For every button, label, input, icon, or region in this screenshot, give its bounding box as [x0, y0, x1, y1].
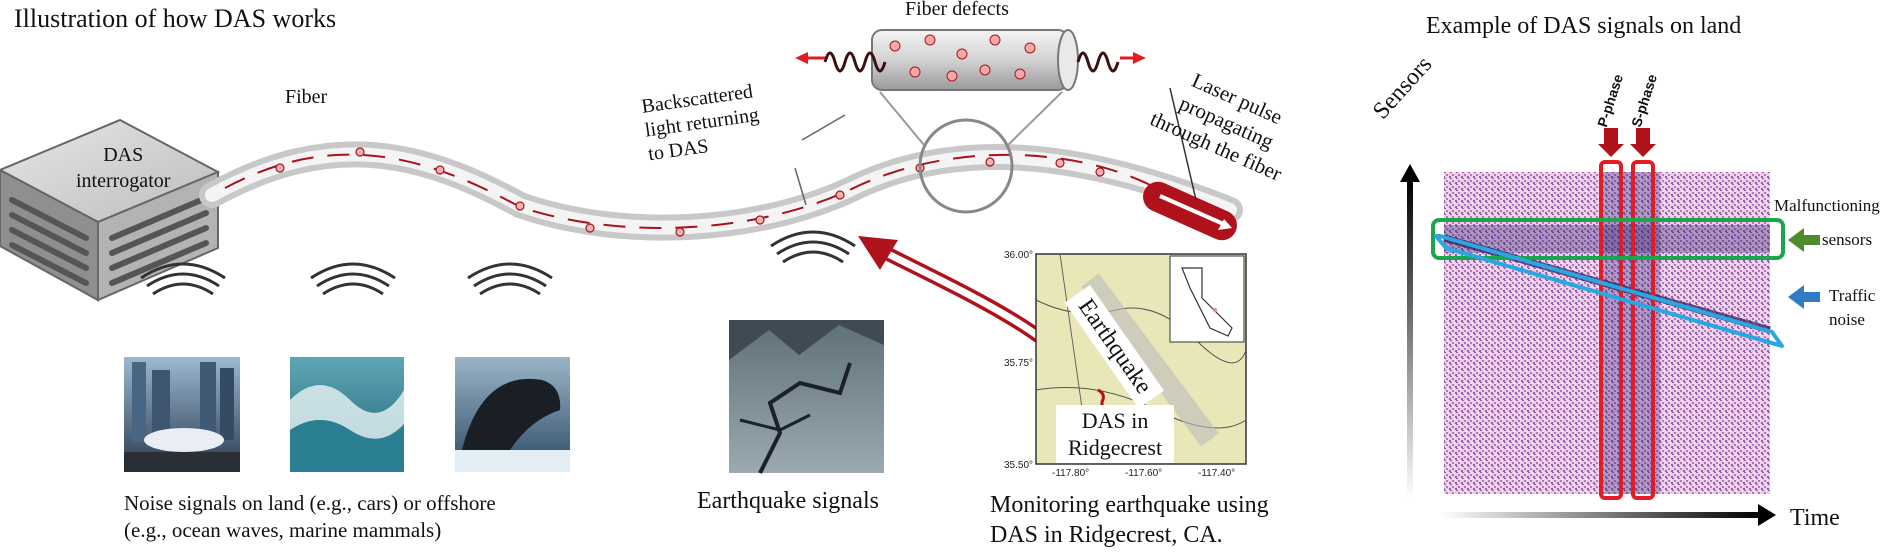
earthquake-caption: Earthquake signals — [697, 488, 879, 514]
traffic-line-2: noise — [1829, 310, 1865, 329]
map-tick-x-2: -117.60° — [1125, 468, 1163, 479]
noise-caption-line-1: Noise signals on land (e.g., cars) or of… — [124, 491, 496, 515]
map-das-label: DAS in Ridgecrest — [1056, 405, 1175, 463]
cracked-ice-photo — [729, 320, 884, 474]
fiber-defects-label: Fiber defects — [905, 0, 1009, 20]
p-phase-box — [1599, 160, 1623, 500]
malfunctioning-label: Malfunctioning — [1774, 196, 1880, 215]
traffic-noise-label: Traffic noise — [1829, 284, 1875, 332]
das-waterfall — [1443, 172, 1771, 494]
laser-pulse-capsule — [1143, 181, 1237, 241]
backscatter-pointer-2 — [794, 167, 807, 206]
map-tick-y-1: 36.00° — [1004, 250, 1034, 261]
das-label-line-1: DAS — [103, 144, 144, 166]
backscatter-pointer — [801, 114, 846, 141]
das-axes — [1400, 164, 1776, 526]
map-tick-y-3: 35.50° — [1004, 460, 1034, 471]
fiber-label: Fiber — [285, 86, 328, 108]
noise-caption-line-2: (e.g., ocean waves, marine mammals) — [124, 518, 442, 542]
das-interrogator-box — [0, 118, 221, 302]
monitoring-caption: Monitoring earthquake using DAS in Ridge… — [990, 490, 1350, 550]
ocean-wave-photo — [290, 357, 404, 472]
fiber-zoom — [795, 29, 1146, 214]
whale-photo — [455, 357, 570, 472]
map-tick-x-1: -117.80° — [1052, 468, 1090, 479]
traffic-line-1: Traffic — [1829, 286, 1876, 305]
map-das-line-2: Ridgecrest — [1068, 435, 1163, 460]
sensors-label: sensors — [1822, 230, 1873, 249]
car-city-photo — [124, 357, 240, 472]
map-tick-x-3: -117.40° — [1198, 468, 1236, 479]
laser-pointer-line — [1169, 87, 1197, 201]
monitoring-caption-line-2: DAS in Ridgecrest, CA. — [990, 522, 1223, 548]
phase-arrows — [1598, 128, 1656, 157]
noise-caption: Noise signals on land (e.g., cars) or of… — [124, 490, 604, 544]
map-tick-y-2: 35.75° — [1004, 358, 1034, 369]
traffic-box — [1434, 234, 1784, 348]
right-title: Example of DAS signals on land — [1426, 13, 1742, 39]
das-interrogator-label: DAS interrogator — [76, 142, 170, 194]
s-phase-box — [1631, 160, 1655, 500]
wave-glyphs — [140, 230, 856, 296]
malfunction-arrow — [1788, 228, 1820, 252]
traffic-arrow — [1788, 285, 1820, 309]
left-title: Illustration of how DAS works — [14, 4, 337, 33]
map-das-line-1: DAS in — [1081, 408, 1149, 433]
monitoring-caption-line-1: Monitoring earthquake using — [990, 492, 1269, 518]
malfunction-box — [1431, 218, 1785, 260]
fiber-cable — [199, 141, 1243, 241]
axis-time-label: Time — [1790, 505, 1840, 531]
das-label-line-2: interrogator — [76, 170, 171, 192]
